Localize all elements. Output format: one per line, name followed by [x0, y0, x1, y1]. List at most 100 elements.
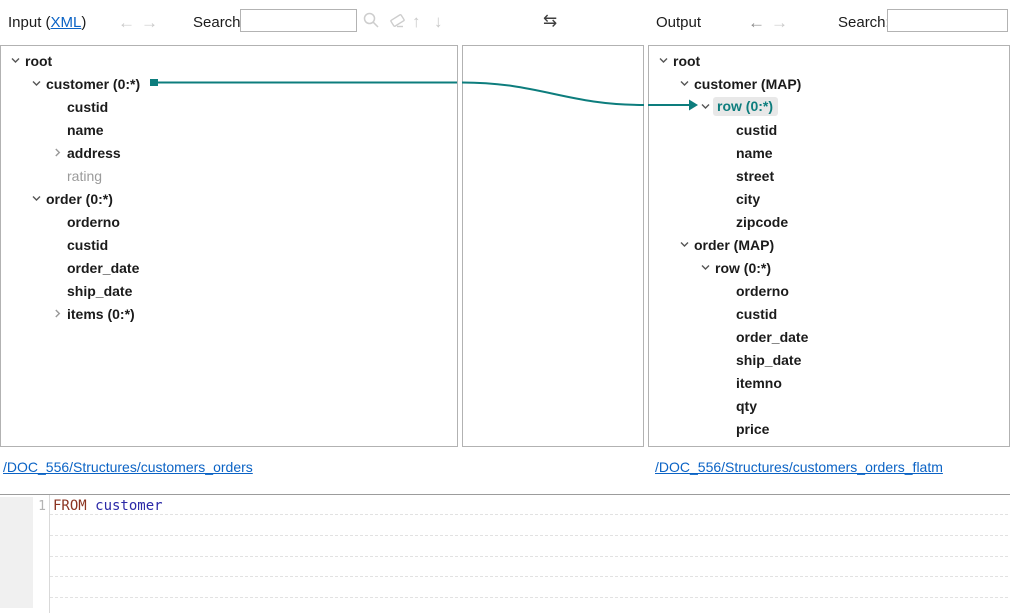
tree-node-label[interactable]: order (0:*): [46, 190, 113, 207]
tree-node-itemno[interactable]: itemno: [649, 371, 1009, 394]
output-search-input[interactable]: [887, 9, 1008, 32]
tree-node-zipcode[interactable]: zipcode: [649, 210, 1009, 233]
sql-token-keyword: FROM: [53, 498, 87, 514]
tree-node-custid[interactable]: custid: [1, 233, 457, 256]
tree-node-order-map[interactable]: order (MAP): [649, 233, 1009, 256]
chevron-down-icon[interactable]: [6, 55, 25, 66]
tree-node-label[interactable]: order_date: [67, 259, 140, 276]
chevron-down-icon[interactable]: [27, 193, 46, 204]
sql-token-identifier: customer: [86, 498, 163, 514]
output-panel-title: Output: [656, 14, 702, 31]
tree-node-label[interactable]: customer (MAP): [694, 75, 802, 92]
output-search-label: Search:: [838, 14, 890, 31]
tree-node-orderno[interactable]: orderno: [1, 210, 457, 233]
tree-node-label[interactable]: customer (0:*): [46, 75, 141, 92]
tree-node-label[interactable]: itemno: [736, 374, 782, 391]
chevron-down-icon[interactable]: [696, 262, 715, 273]
tree-node-customer-map[interactable]: customer (MAP): [649, 72, 1009, 95]
tree-node-label[interactable]: row (0:*): [715, 259, 771, 276]
input-search-input[interactable]: [240, 9, 357, 32]
input-panel-title: Input (XML): [8, 14, 86, 31]
tree-node-ship-date[interactable]: ship_date: [1, 279, 457, 302]
tree-node-row-0[interactable]: row (0:*): [649, 256, 1009, 279]
tree-node-customer-0[interactable]: customer (0:*): [1, 72, 457, 95]
tree-node-custid[interactable]: custid: [1, 95, 457, 118]
tree-node-label[interactable]: price: [736, 420, 770, 437]
input-structure-link[interactable]: /DOC_556/Structures/customers_orders: [3, 459, 253, 475]
tree-node-label[interactable]: order_date: [736, 328, 809, 345]
tree-node-label[interactable]: ship_date: [736, 351, 802, 368]
editor-top-divider: [0, 494, 1010, 495]
tree-node-label[interactable]: order (MAP): [694, 236, 775, 253]
tree-node-label[interactable]: custid: [736, 305, 778, 322]
chevron-down-icon[interactable]: [696, 101, 715, 112]
tree-node-root[interactable]: root: [649, 49, 1009, 72]
output-forward-icon[interactable]: →: [771, 13, 788, 32]
tree-node-label[interactable]: root: [25, 52, 53, 69]
editor-row-divider: [50, 514, 1008, 515]
tree-node-name[interactable]: name: [1, 118, 457, 141]
tree-node-order-date[interactable]: order_date: [1, 256, 457, 279]
tree-node-street[interactable]: street: [649, 164, 1009, 187]
input-forward-icon[interactable]: →: [141, 13, 158, 32]
chevron-down-icon[interactable]: [675, 239, 694, 250]
tree-node-qty[interactable]: qty: [649, 394, 1009, 417]
tree-node-row-0[interactable]: row (0:*): [649, 95, 1009, 118]
tree-node-label[interactable]: qty: [736, 397, 757, 414]
output-tree-panel: root customer (MAP) row (0:*) custid name str…: [648, 45, 1010, 447]
tree-node-label[interactable]: name: [67, 121, 104, 138]
xml-link[interactable]: XML: [50, 14, 82, 31]
editor-line-number: 1: [38, 499, 46, 514]
chevron-right-icon[interactable]: [48, 147, 67, 158]
tree-node-orderno[interactable]: orderno: [649, 279, 1009, 302]
tree-node-label[interactable]: orderno: [736, 282, 789, 299]
tree-node-label[interactable]: zipcode: [736, 213, 789, 230]
find-next-icon[interactable]: ↓: [434, 12, 443, 31]
search-icon[interactable]: [362, 11, 380, 34]
input-tree: root customer (0:*) custid name address ratin…: [1, 46, 457, 446]
tree-node-custid[interactable]: custid: [649, 302, 1009, 325]
tree-node-items-0[interactable]: items (0:*): [1, 302, 457, 325]
editor-row-divider: [50, 556, 1008, 557]
tree-node-ship-date[interactable]: ship_date: [649, 348, 1009, 371]
tree-node-price[interactable]: price: [649, 417, 1009, 440]
tree-node-order-date[interactable]: order_date: [649, 325, 1009, 348]
output-structure-link[interactable]: /DOC_556/Structures/customers_orders_fla…: [655, 459, 943, 475]
chevron-down-icon[interactable]: [27, 78, 46, 89]
tree-node-label[interactable]: name: [736, 144, 773, 161]
tree-node-label[interactable]: orderno: [67, 213, 120, 230]
eraser-icon[interactable]: [387, 11, 407, 34]
tree-node-order-0[interactable]: order (0:*): [1, 187, 457, 210]
tree-node-label[interactable]: city: [736, 190, 761, 207]
tree-node-label[interactable]: root: [673, 52, 701, 69]
tree-node-label[interactable]: street: [736, 167, 775, 184]
tree-node-label[interactable]: ship_date: [67, 282, 133, 299]
input-tree-panel: root customer (0:*) custid name address ratin…: [0, 45, 458, 447]
editor-row-divider: [50, 535, 1008, 536]
tree-node-label[interactable]: address: [67, 144, 121, 161]
tree-node-label[interactable]: custid: [736, 121, 778, 138]
editor-margin: [0, 497, 33, 608]
tree-node-city[interactable]: city: [649, 187, 1009, 210]
mapping-canvas-panel: [462, 45, 644, 447]
sql-code-line[interactable]: FROM customer: [53, 498, 163, 514]
output-back-icon[interactable]: ←: [748, 13, 765, 32]
tree-node-address[interactable]: address: [1, 141, 457, 164]
tree-node-custid[interactable]: custid: [649, 118, 1009, 141]
tree-node-rating[interactable]: rating: [1, 164, 457, 187]
tree-node-label[interactable]: custid: [67, 98, 109, 115]
swap-panels-icon[interactable]: ⇆: [543, 11, 558, 30]
chevron-down-icon[interactable]: [675, 78, 694, 89]
tree-node-label[interactable]: custid: [67, 236, 109, 253]
chevron-down-icon[interactable]: [654, 55, 673, 66]
tree-node-root[interactable]: root: [1, 49, 457, 72]
input-back-icon[interactable]: ←: [118, 13, 135, 32]
input-title-prefix: Input (: [8, 14, 51, 31]
tree-node-name[interactable]: name: [649, 141, 1009, 164]
tree-node-label[interactable]: items (0:*): [67, 305, 135, 322]
tree-node-label[interactable]: rating: [67, 167, 103, 184]
chevron-right-icon[interactable]: [48, 308, 67, 319]
input-title-suffix: ): [81, 14, 87, 31]
tree-node-label[interactable]: row (0:*): [713, 97, 778, 116]
find-previous-icon[interactable]: ↑: [412, 12, 421, 31]
